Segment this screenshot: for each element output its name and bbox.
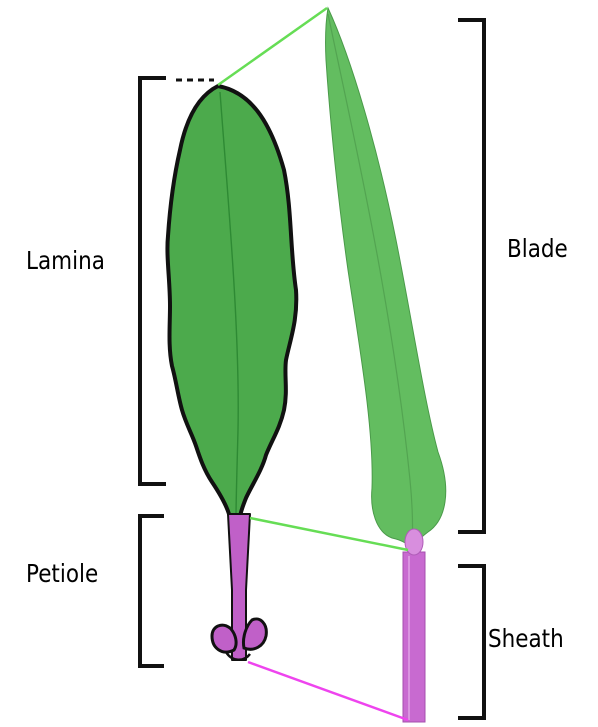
monocot-leaf-icon: [326, 8, 446, 722]
blade-label: Blade: [507, 236, 568, 261]
lamina-shape: [167, 86, 296, 518]
petiole-bracket: [140, 516, 164, 666]
petiole-label: Petiole: [26, 561, 98, 586]
stipule-left: [212, 625, 236, 652]
lamina-bracket: [140, 78, 166, 484]
connector-base-magenta: [248, 662, 408, 720]
sheath-label: Sheath: [488, 626, 564, 651]
sheath-shape: [403, 552, 425, 722]
sheath-bracket: [458, 566, 484, 718]
blade-bracket: [458, 20, 484, 532]
dicot-leaf-icon: [167, 86, 296, 660]
lamina-label: Lamina: [26, 248, 105, 273]
connector-tip-green: [218, 8, 327, 85]
